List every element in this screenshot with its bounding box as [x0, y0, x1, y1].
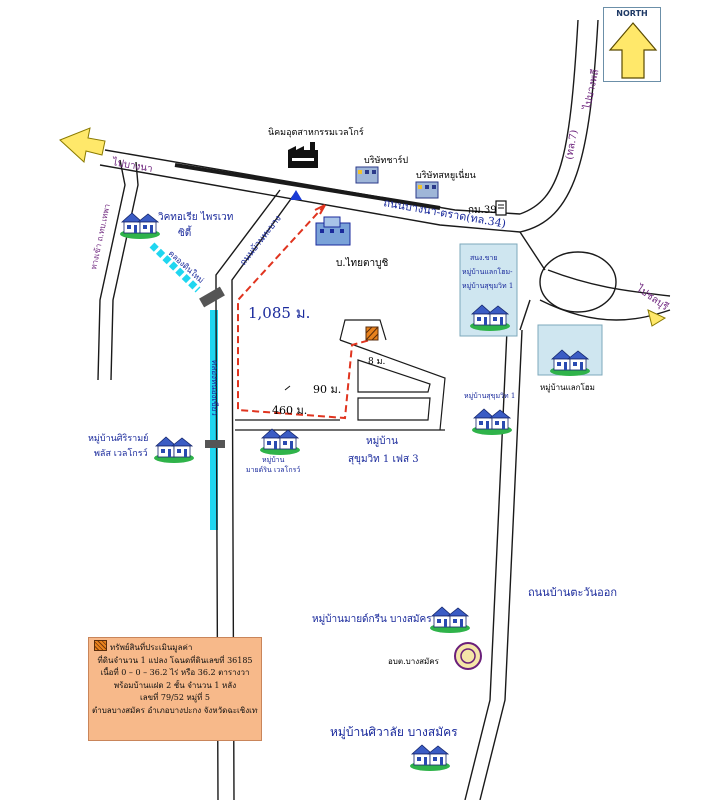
entrance-marker-icon [290, 190, 302, 200]
left-road [97, 159, 139, 381]
route-line [237, 204, 371, 420]
distance-8: 8 ม. [368, 357, 386, 367]
thai-tabuchi-icon [315, 216, 351, 246]
house-icon-siriram [153, 436, 195, 464]
info-line-4: เลขที่ 79/52 หมู่ที่ 5 [140, 693, 210, 702]
marker-tick [284, 385, 291, 391]
label-victoria-2: ซิตี้ [178, 225, 192, 239]
arrow-to-bangna [59, 127, 106, 163]
north-compass: NORTH [603, 7, 661, 82]
label-mayfair-small-1: หมู่บ้าน [262, 456, 285, 464]
label-industrial: นิคมอุตสาหกรรมเวลโกร์ [268, 126, 364, 138]
house-icon-victoria [119, 212, 161, 240]
label-siriram-2: พลัส เวลโกรว์ [94, 447, 148, 459]
label-km39: กม.39 [468, 205, 497, 216]
label-mayfair-small-2: มายด์ริน เวลโกรว์ [246, 465, 300, 474]
arrow-to-chonburi [647, 309, 667, 327]
house-icon-siwalai [409, 744, 451, 772]
house-icon-mayfair-small [259, 428, 301, 456]
label-nisshin: บริษัทสหยูเนี่ยน [416, 168, 476, 181]
soi-block [235, 319, 446, 431]
label-sukhumvit-phase-2: สุขุมวิท 1 เฟส 3 [348, 454, 419, 465]
property-swatch-icon [94, 640, 107, 651]
label-sharp: บริษัทชาร์ป [364, 154, 408, 166]
label-mayfair-bangsamak: หมู่บ้านมายด์กรีน บางสมัคร [312, 613, 432, 625]
label-to-bangna: ไปบางนา [110, 156, 153, 175]
label-east-road: ถนนบ้านตะวันออก [528, 586, 617, 599]
label-abt: อบต.บางสมัคร [388, 657, 440, 666]
abt-seal-icon [454, 642, 482, 670]
house-icon-mayfair-bangsamak [429, 606, 471, 634]
company-nisshin-icon [415, 181, 439, 199]
km-post-icon [495, 200, 507, 216]
factory-icon [288, 142, 318, 168]
north-label: NORTH [616, 9, 648, 18]
distance-90: 90 ม. [313, 383, 341, 396]
info-line-2: เนื้อที่ 0 – 0 – 36.2 ไร่ หรือ 36.2 ตารา… [100, 668, 250, 677]
canal-top [149, 242, 201, 293]
house-icon-sukhumvit [471, 408, 513, 436]
label-lakehome: หมู่บ้านแลกโฮม [540, 382, 595, 393]
subject-property-marker [365, 326, 379, 341]
interchange [519, 19, 671, 331]
label-thai-tabuchi: บ.ไทยตาบูชิ [336, 257, 388, 269]
info-line-3: พร้อมบ้านแฝด 2 ชั้น จำนวน 1 หลัง [113, 680, 237, 690]
info-line-1: ที่ดินจำนวน 1 แปลง โฉนดที่ดินเลขที่ 3618… [97, 655, 253, 665]
bridge-bottom [205, 440, 225, 448]
north-arrow-icon [608, 22, 658, 79]
label-village-road: ถนนบ้านทะบาง [238, 213, 284, 268]
company-sharp-icon [355, 166, 379, 184]
label-sukhumvit-phase-1: หมู่บ้าน [366, 435, 398, 447]
label-siriram-1: หมู่บ้านศิริรามย์ [88, 432, 148, 444]
distance-1085: 1,085 ม. [248, 304, 310, 322]
village-road [215, 189, 297, 800]
label-to-bangpakong: ไปบางพลี [581, 68, 601, 112]
label-tl7: (ทล.7) [564, 129, 580, 161]
label-sign-2: หมู่บ้านแลกโฮม- [462, 267, 513, 276]
property-info-box: ทรัพย์สินที่ประเมินมูลค่า ที่ดินจำนวน 1 … [88, 637, 262, 741]
info-title-row: ทรัพย์สินที่ประเมินมูลค่า [92, 640, 258, 655]
label-siwalai: หมู่บ้านศิวาลัย บางสมัคร [330, 725, 458, 740]
info-title: ทรัพย์สินที่ประเมินมูลค่า [110, 643, 193, 652]
label-sign-3: หมู่บ้านสุขุมวิท 1 [462, 282, 513, 290]
label-canal-vertical: คลองหนองเขียว [210, 360, 219, 416]
info-line-5: ตำบลบางสมัคร อำเภอบางปะกง จังหวัดฉะเชิงเ… [92, 705, 258, 715]
distance-460: 460 ม. [272, 404, 307, 417]
label-to-chonburi: ไปชลบุรี [633, 282, 671, 313]
label-sign-1: สนง.ขาย [470, 254, 498, 262]
east-road [464, 329, 523, 800]
label-sukhumvit-small: หมู่บ้านสุขุมวิท 1 [464, 392, 515, 400]
label-victoria-1: วิคทอเรีย ไพรเวท [158, 211, 234, 223]
bridge-top [199, 286, 225, 308]
